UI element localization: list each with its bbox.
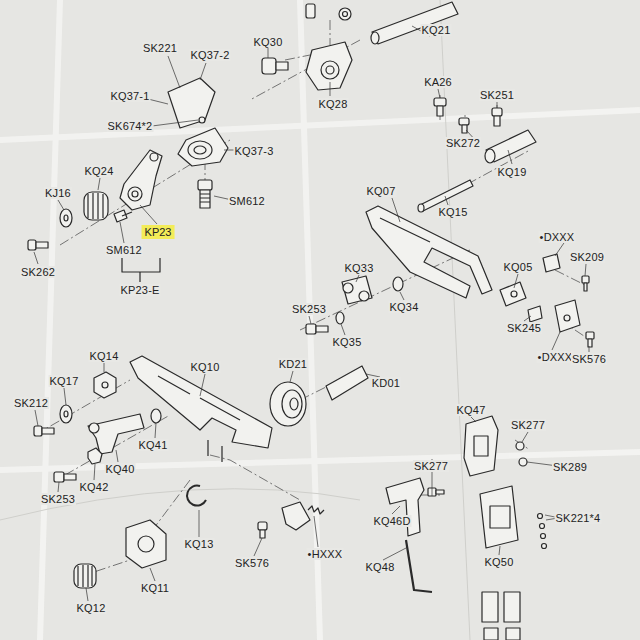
highlight-mark: KP23 (142, 225, 175, 239)
part-number: KQ37-3 (233, 145, 274, 157)
part-number: KD21 (278, 358, 308, 370)
part-number: KQ47 (456, 404, 487, 416)
part-number: KQ14 (89, 350, 120, 362)
part-number: •DXXX (537, 351, 574, 363)
part-number: KQ07 (366, 185, 397, 197)
part-number: SK253 (40, 493, 76, 505)
part-number: SK221*4 (555, 512, 602, 524)
part-number: KQ40 (105, 463, 136, 475)
part-number: KD01 (371, 377, 401, 389)
part-number: SK272 (445, 137, 481, 149)
part-number: KQ17 (49, 375, 80, 387)
part-number: SK277 (510, 419, 546, 431)
part-number: KQ11 (140, 582, 170, 594)
part-number: SK576 (571, 353, 607, 365)
part-number: SK674*2 (107, 120, 154, 132)
part-number: KP23-E (119, 284, 160, 296)
part-number: KQ33 (344, 262, 375, 274)
part-number: KQ28 (318, 98, 349, 110)
part-number: SK253 (291, 303, 327, 315)
part-number: SK209 (569, 251, 605, 263)
part-number: KQ35 (332, 336, 363, 348)
part-number: KQ42 (79, 481, 110, 493)
part-number: SK277 (413, 460, 449, 472)
part-number: KQ13 (184, 538, 215, 550)
part-number: SK251 (479, 89, 515, 101)
part-number: SK262 (20, 266, 56, 278)
part-number: SK576 (234, 557, 270, 569)
part-number: KQ46D (372, 515, 411, 527)
part-number: KQ37-1 (109, 90, 150, 102)
part-number: •DXXX (539, 231, 576, 243)
part-number: SK221 (142, 42, 178, 54)
part-number: KQ05 (503, 261, 534, 273)
part-number: SM612 (228, 195, 266, 207)
part-number: •HXXX (307, 548, 344, 560)
part-number: KQ50 (484, 556, 515, 568)
part-number: SK212 (13, 397, 49, 409)
part-number: SK245 (506, 322, 542, 334)
part-number: KQ15 (438, 206, 469, 218)
part-number: KQ12 (76, 602, 107, 614)
part-number: KQ30 (253, 36, 284, 48)
part-number: KQ34 (389, 301, 420, 313)
part-number: KJ16 (44, 187, 72, 199)
part-number: KQ24 (84, 165, 115, 177)
part-number: KQ37-2 (189, 49, 230, 61)
part-number: SK289 (552, 461, 588, 473)
part-number: KQ48 (365, 561, 396, 573)
part-number: KQ19 (497, 166, 528, 178)
part-number: KQ41 (138, 439, 169, 451)
part-number: KQ21 (421, 24, 452, 36)
part-number: KA26 (423, 76, 453, 88)
part-number: SM612 (105, 244, 143, 256)
part-number: KQ10 (190, 361, 221, 373)
part-number: KP23 (145, 226, 172, 238)
